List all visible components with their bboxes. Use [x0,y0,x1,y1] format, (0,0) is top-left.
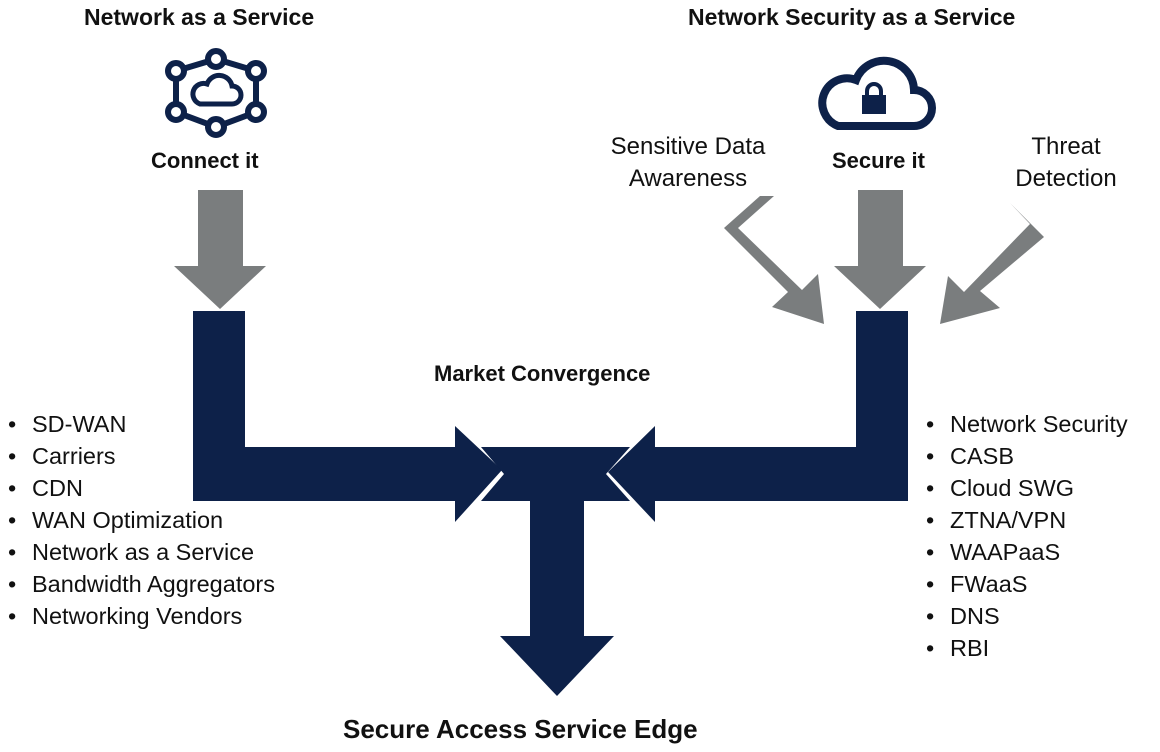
list-item: CDN [8,472,275,504]
nsaas-title: Network Security as a Service [688,4,1016,30]
gray-arrow-connect [174,190,266,309]
list-item: Bandwidth Aggregators [8,568,275,600]
nsaas-list: Network Security CASB Cloud SWG ZTNA/VPN… [926,408,1128,664]
list-item: Carriers [8,440,275,472]
naas-title: Network as a Service [84,4,315,30]
list-item: SD-WAN [8,408,275,440]
list-item: ZTNA/VPN [926,504,1128,536]
sensitive-data-awareness-label: Sensitive Data Awareness [610,133,766,192]
cloud-network-hexagon-icon [165,48,267,138]
naas-list: SD-WAN Carriers CDN WAN Optimization Net… [8,408,275,632]
list-item: RBI [926,632,1128,664]
secure-it-label: Secure it [832,148,925,173]
sase-label: Secure Access Service Edge [343,714,698,744]
list-item: Network Security [926,408,1128,440]
gray-arrow-threat-detection [940,203,1044,324]
list-item: Cloud SWG [926,472,1128,504]
list-item: WAN Optimization [8,504,275,536]
connect-it-label: Connect it [151,148,259,173]
cloud-lock-icon [818,56,936,130]
list-item: FWaaS [926,568,1128,600]
threat-detection-label: Threat Detection [1015,133,1117,192]
market-convergence-label: Market Convergence [434,361,651,386]
gray-arrow-sensitive-data [724,196,824,324]
navy-arrow-right-path [608,311,908,522]
list-item: CASB [926,440,1128,472]
gray-arrow-secure [834,190,926,309]
navy-center-block [481,447,630,501]
navy-arrow-down [500,499,614,696]
list-item: Network as a Service [8,536,275,568]
list-item: Networking Vendors [8,600,275,632]
list-item: DNS [926,600,1128,632]
list-item: WAAPaaS [926,536,1128,568]
